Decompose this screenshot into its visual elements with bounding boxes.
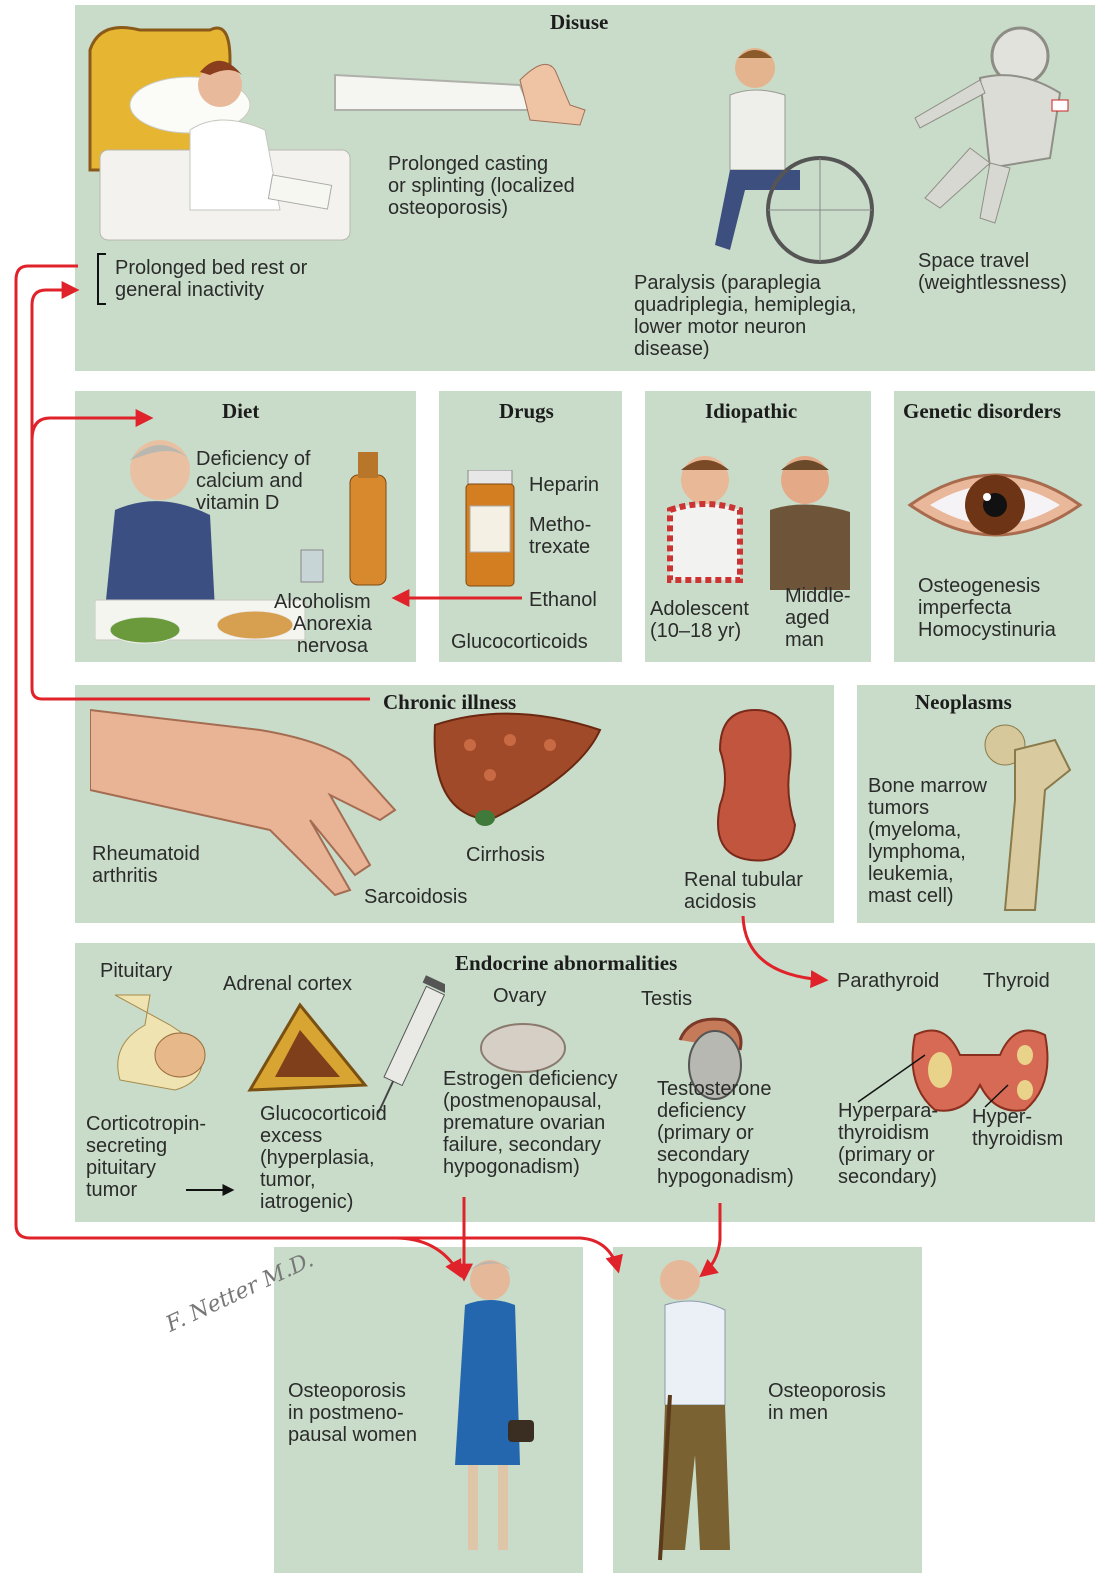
neoplasms-label: Bone marrow tumors (myeloma, lymphoma, l… (868, 775, 987, 907)
eye-illustration (905, 455, 1085, 555)
casting-label: Prolonged casting or splinting (localize… (388, 153, 575, 219)
syringe-illustration (375, 965, 445, 1125)
hyperpara-label: Hyperpara- thyroidism (primary or second… (838, 1100, 938, 1188)
thyroid-label: Thyroid (983, 970, 1050, 992)
pituitary-label: Pituitary (100, 960, 172, 982)
deficiency-label: Deficiency of calcium and vitamin D (196, 448, 311, 514)
adrenal-illustration (240, 995, 375, 1100)
men-label: Osteoporosis in men (768, 1380, 886, 1424)
pituitary-illustration (100, 985, 220, 1100)
glucocorticoid-excess-label: Glucocorticoid excess (hyperplasia, tumo… (260, 1103, 387, 1213)
idiopathic-title: Idiopathic (705, 399, 797, 424)
kidney-illustration (710, 705, 800, 865)
disuse-title: Disuse (550, 10, 608, 35)
chronic-title: Chronic illness (383, 690, 516, 715)
neoplasms-title: Neoplasms (915, 690, 1012, 715)
drugs-title: Drugs (499, 399, 554, 424)
estrogen-label: Estrogen deficiency (postmenopausal, pre… (443, 1068, 618, 1178)
femur-illustration (975, 720, 1085, 915)
genetic-label: Osteogenesis imperfecta Homocystinuria (918, 575, 1056, 641)
endocrine-title: Endocrine abnormalities (455, 951, 677, 976)
parathyroid-label: Parathyroid (837, 970, 939, 992)
astronaut-illustration (900, 18, 1090, 233)
renal-label: Renal tubular acidosis (684, 869, 803, 913)
adrenal-label: Adrenal cortex (223, 973, 352, 995)
space-travel-label: Space travel (weightlessness) (918, 250, 1067, 294)
glucocorticoids-label: Glucocorticoids (451, 631, 588, 653)
diet-title: Diet (222, 399, 259, 424)
liver-illustration (430, 705, 605, 830)
ra-label: Rheumatoid arthritis (92, 843, 200, 887)
bed-rest-label: Prolonged bed rest or general inactivity (115, 257, 307, 301)
corticotropin-label: Corticotropin- secreting pituitary tumor (86, 1113, 206, 1201)
cast-leg-illustration (330, 50, 590, 140)
testosterone-label: Testosterone deficiency (primary or seco… (657, 1078, 794, 1188)
anorexia-label: Anorexia nervosa (293, 613, 372, 657)
alcoholism-label: Alcoholism (274, 591, 371, 613)
ovary-label: Ovary (493, 985, 546, 1007)
women-label: Osteoporosis in postmeno- pausal women (288, 1380, 417, 1446)
cirrhosis-label: Cirrhosis (466, 844, 545, 866)
paralysis-label: Paralysis (paraplegia quadriplegia, hemi… (634, 272, 856, 360)
elderly-man-illustration (640, 1255, 750, 1570)
heparin-label: Heparin (529, 474, 599, 496)
elderly-woman-illustration (430, 1255, 550, 1570)
idiopathic-figures-illustration (655, 440, 865, 600)
testis-label: Testis (641, 988, 692, 1010)
methotrexate-label: Metho- trexate (529, 514, 591, 558)
middle-aged-label: Middle- aged man (785, 585, 851, 651)
genetic-title: Genetic disorders (903, 399, 1061, 424)
adolescent-label: Adolescent (10–18 yr) (650, 598, 749, 642)
bed-rest-illustration (80, 20, 360, 250)
hyperthyroid-label: Hyper- thyroidism (972, 1106, 1063, 1150)
sarcoidosis-label: Sarcoidosis (364, 886, 467, 908)
pill-bottle-illustration (460, 470, 520, 590)
ethanol-label: Ethanol (529, 589, 597, 611)
wheelchair-illustration (700, 40, 900, 270)
